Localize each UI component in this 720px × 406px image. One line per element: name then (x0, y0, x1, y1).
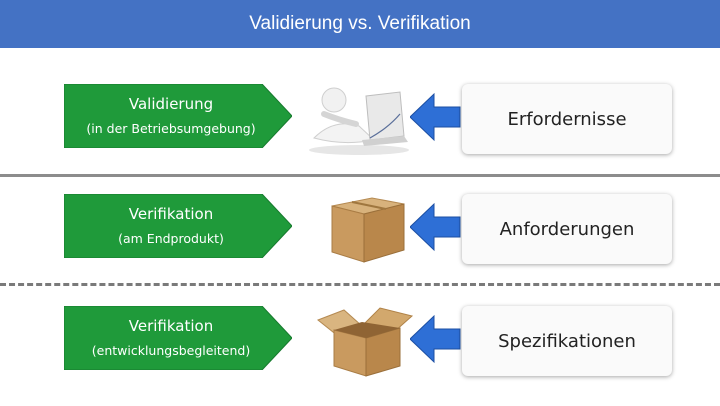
green-arrow-shape (64, 194, 292, 258)
arrow-main-label: Verifikation (128, 205, 214, 223)
person-laptop-icon (309, 87, 409, 155)
arrow-main-label: Validierung (128, 95, 214, 113)
arrow-left-icon (410, 202, 461, 252)
arrow-left-icon (410, 92, 461, 142)
arrow-sub-label: (am Endprodukt) (118, 231, 224, 246)
arrow-sub-label: (entwicklungsbegleitend) (91, 343, 251, 358)
green-arrow-shape (64, 306, 292, 370)
page-title: Validierung vs. Verifikation (249, 13, 471, 34)
arrow-main-label: Verifikation (128, 317, 214, 335)
result-label: Anforderungen (499, 218, 635, 240)
row-verifikation-entwicklung: Verifikation (entwicklungsbegleitend) Sp… (0, 306, 720, 406)
green-arrow-shape (64, 84, 292, 148)
result-box: Anforderungen (462, 194, 672, 264)
row-verifikation-endprodukt: Verifikation (am Endprodukt) Anforderung… (0, 194, 720, 294)
title-bar: Validierung vs. Verifikation (0, 0, 720, 48)
result-label: Spezifikationen (498, 330, 636, 352)
row-validierung: Validierung (in der Betriebsumgebung) Er… (0, 84, 720, 184)
result-box: Spezifikationen (462, 306, 672, 376)
divider-solid (0, 174, 720, 177)
closed-box-icon (331, 197, 405, 263)
open-box-icon (317, 307, 414, 377)
divider-dashed (0, 283, 720, 286)
green-arrow: Verifikation (am Endprodukt) (64, 194, 292, 258)
result-label: Erfordernisse (507, 108, 627, 130)
result-box: Erfordernisse (462, 84, 672, 154)
arrow-sub-label: (in der Betriebsumgebung) (86, 121, 256, 136)
arrow-left-icon (410, 314, 461, 364)
green-arrow: Verifikation (entwicklungsbegleitend) (64, 306, 292, 370)
green-arrow: Validierung (in der Betriebsumgebung) (64, 84, 292, 148)
